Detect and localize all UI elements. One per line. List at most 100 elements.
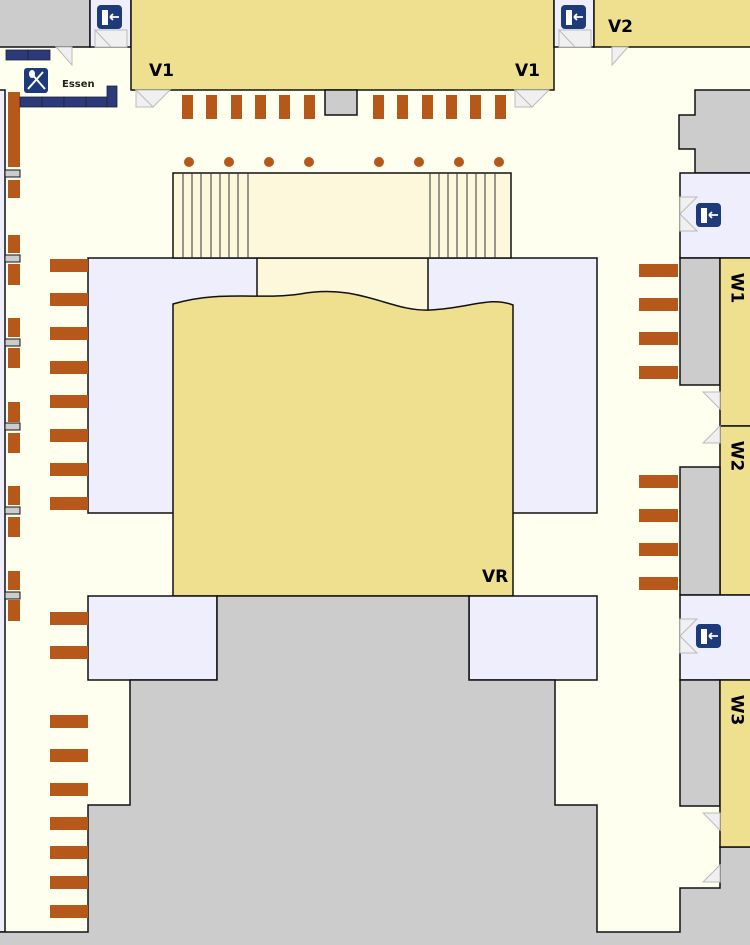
pillar — [4, 591, 21, 600]
bench — [50, 905, 88, 918]
exit-icon — [696, 203, 721, 227]
pillar — [4, 254, 21, 263]
bench — [8, 517, 20, 537]
exit-icon-arrow — [708, 211, 718, 219]
benches — [8, 92, 678, 918]
left-pillars — [4, 169, 21, 600]
bench — [50, 783, 88, 796]
exit-icon — [97, 5, 122, 29]
bench — [397, 95, 408, 119]
room-vr-label: VR — [482, 567, 509, 587]
bench — [50, 749, 88, 762]
bench — [231, 95, 242, 119]
bench — [639, 543, 678, 556]
bench — [50, 395, 88, 408]
bench — [50, 293, 88, 306]
bench — [639, 298, 678, 311]
room-w3[interactable] — [719, 679, 750, 848]
seat-dot — [184, 157, 194, 167]
exit-icon — [696, 624, 721, 648]
bench — [639, 577, 678, 590]
seat-dot — [414, 157, 424, 167]
room-w2[interactable] — [719, 425, 750, 596]
bench — [50, 646, 88, 659]
room-w3-label: W3 — [726, 694, 747, 726]
exit-icon-door — [701, 629, 707, 644]
gray-pillar — [324, 89, 358, 116]
pillar — [4, 506, 21, 515]
bench — [50, 259, 88, 272]
dining-benches — [5, 49, 118, 108]
bench — [495, 95, 506, 119]
lower-right-room — [468, 595, 598, 681]
bench — [50, 715, 88, 728]
exit-icon-arrow — [573, 13, 583, 21]
lower-left-room — [87, 595, 218, 681]
bench — [50, 327, 88, 340]
gray-block-right-3 — [679, 466, 721, 596]
pillar — [4, 169, 21, 178]
bench — [8, 486, 20, 505]
bench — [470, 95, 481, 119]
bench — [304, 95, 315, 119]
gray-block-right-4 — [679, 679, 721, 807]
bench — [255, 95, 266, 119]
bench — [373, 95, 384, 119]
bench — [639, 332, 678, 345]
seat-dot — [494, 157, 504, 167]
room-w1-label: W1 — [726, 272, 747, 304]
bench — [8, 264, 20, 285]
pillar — [4, 338, 21, 347]
bench — [8, 92, 20, 167]
seat-dot — [374, 157, 384, 167]
doors — [54, 28, 721, 883]
stair-lines — [182, 173, 496, 258]
bench — [206, 95, 217, 119]
bench — [639, 366, 678, 379]
room-v2-label: V2 — [608, 17, 633, 37]
stairs — [172, 172, 512, 259]
bench — [8, 318, 20, 337]
room-w2-label: W2 — [726, 440, 747, 472]
exit-icon-arrow — [109, 13, 119, 21]
bench — [182, 95, 193, 119]
bench — [50, 429, 88, 442]
gray-block-right-2 — [679, 257, 721, 386]
bench — [50, 612, 88, 625]
food-label: Essen — [62, 79, 95, 90]
bench — [639, 509, 678, 522]
bench — [8, 348, 20, 368]
room-v1-label-left: V1 — [149, 61, 174, 81]
seat-dot — [304, 157, 314, 167]
bench — [446, 95, 457, 119]
bench — [8, 571, 20, 590]
bench — [279, 95, 290, 119]
room-vr[interactable] — [172, 290, 514, 597]
pillar — [4, 422, 21, 431]
exit-icon-door — [701, 208, 707, 223]
bench — [50, 846, 88, 859]
left-wall-strip — [0, 89, 6, 933]
bench — [50, 497, 88, 510]
bench — [50, 463, 88, 476]
bench — [639, 264, 678, 277]
bench — [8, 600, 20, 621]
bench — [8, 180, 20, 198]
room-v1-label-right: V1 — [515, 61, 540, 81]
bench — [8, 402, 20, 422]
exit-icon-arrow — [708, 632, 718, 640]
room-v2[interactable] — [593, 0, 750, 48]
exit-icon-door — [102, 10, 108, 25]
food-icon — [24, 68, 48, 93]
room-v1[interactable] — [130, 0, 555, 91]
gray-block-right-top — [678, 89, 750, 174]
bench — [639, 475, 678, 488]
exit-icon-door — [566, 10, 572, 25]
bench — [50, 876, 88, 889]
seat-dot — [454, 157, 464, 167]
seat-dot — [264, 157, 274, 167]
bench — [8, 235, 20, 253]
bench — [50, 817, 88, 830]
